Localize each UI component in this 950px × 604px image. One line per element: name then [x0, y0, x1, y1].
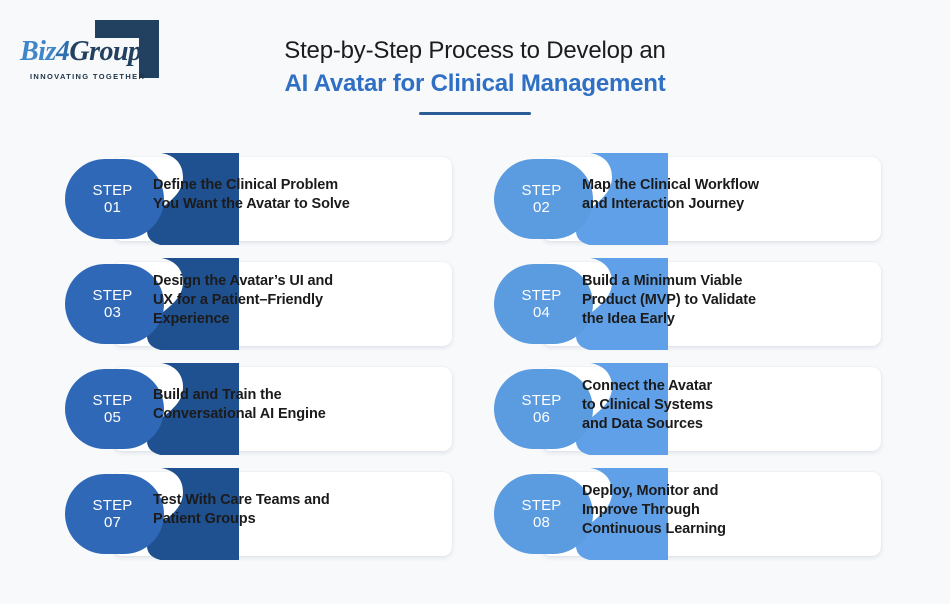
page-title-line-1: Step-by-Step Process to Develop an	[284, 37, 666, 64]
step-badge-word: STEP	[92, 181, 133, 199]
page-title: Step-by-Step Process to Develop an AI Av…	[175, 36, 775, 115]
step-wave-shape	[127, 468, 239, 560]
step-text-line: the Idea Early	[582, 310, 675, 327]
step-text-line: Conversational AI Engine	[153, 406, 326, 422]
step-wave-shape	[556, 258, 668, 350]
step-text: Map the Clinical Workflow and Interaction…	[582, 153, 826, 237]
step-text-line: Test With Care Teams and	[153, 492, 330, 508]
step-wave-shape	[127, 363, 239, 455]
step-text-line: Build a Minimum Viable	[582, 272, 743, 289]
step-badge-number: 02	[532, 198, 551, 216]
step-text-line: Design the Avatar’s UI and	[153, 272, 334, 289]
step-badge-number: 04	[532, 303, 551, 321]
step-text-line: Improve Through	[582, 501, 700, 518]
step-badge-word: STEP	[521, 286, 562, 304]
step-badge-word: STEP	[92, 496, 133, 514]
step-text: Connect the Avatar to Clinical Systems and…	[582, 363, 826, 447]
logo-word-group: Group	[69, 36, 142, 67]
step-wave-shape	[127, 153, 239, 245]
step-text-line: Experience	[153, 310, 230, 327]
logo-word-four: 4	[55, 36, 70, 67]
step-badge-number: 01	[103, 198, 122, 216]
step-wave-shape	[556, 153, 668, 245]
step-wave-shape	[127, 258, 239, 350]
step-text-line: Deploy, Monitor and	[582, 482, 719, 499]
step-badge-number: 07	[103, 513, 122, 531]
page-title-line-2: AI Avatar for Clinical Management	[284, 70, 666, 97]
step-text-line: and Data Sources	[582, 415, 703, 432]
step-text-line: Patient Groups	[153, 511, 256, 527]
logo-wordmark: Biz4Group	[20, 38, 142, 66]
page-header: Biz4Group INNOVATING TOGETHER Step-by-St…	[0, 0, 950, 140]
step-text-line: to Clinical Systems	[582, 396, 714, 413]
step-badge-word: STEP	[92, 286, 133, 304]
step-text-line: and Interaction Journey	[582, 196, 745, 212]
step-wave-shape	[556, 468, 668, 560]
step-wave-shape	[556, 363, 668, 455]
step-text-line: You Want the Avatar to Solve	[153, 196, 350, 212]
step-text: Design the Avatar’s UI and UX for a Patie…	[153, 258, 397, 342]
logo-mark-icon	[95, 20, 159, 78]
step-text-line: UX for a Patient–Friendly	[153, 291, 323, 308]
step-badge-word: STEP	[521, 496, 562, 514]
step-text-line: Product (MVP) to Validate	[582, 291, 756, 308]
step-badge-number: 08	[532, 513, 551, 531]
step-badge-number: 03	[103, 303, 122, 321]
brand-logo: Biz4Group INNOVATING TOGETHER	[18, 16, 173, 88]
title-underline-divider	[419, 112, 531, 115]
step-text-line: Connect the Avatar	[582, 377, 713, 394]
step-text-line: Define the Clinical Problem	[153, 177, 339, 193]
step-badge-number: 05	[103, 408, 122, 426]
logo-tagline: INNOVATING TOGETHER	[30, 72, 146, 81]
step-text-line: Map the Clinical Workflow	[582, 177, 759, 193]
step-text-line: Continuous Learning	[582, 520, 726, 537]
step-text-line: Build and Train the	[153, 387, 282, 403]
step-badge-number: 06	[532, 408, 551, 426]
logo-word-biz: Biz	[20, 36, 56, 67]
step-badge-word: STEP	[521, 181, 562, 199]
step-badge-word: STEP	[521, 391, 562, 409]
step-badge-word: STEP	[92, 391, 133, 409]
